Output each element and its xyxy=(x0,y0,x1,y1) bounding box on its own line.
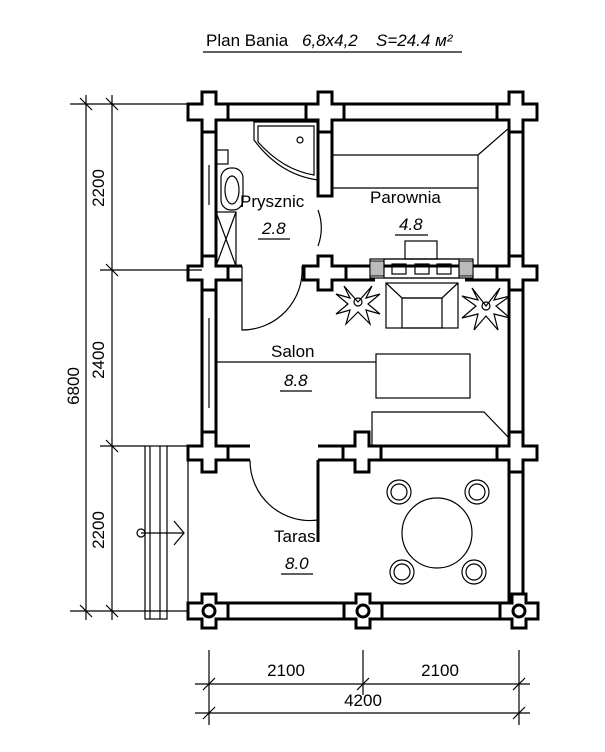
dim-segment: 2100 xyxy=(267,661,305,680)
log-joints xyxy=(186,90,540,630)
title-prefix: Plan Bania xyxy=(206,31,289,50)
chair xyxy=(389,559,415,585)
salon-bench xyxy=(371,411,510,446)
terrace-steps xyxy=(136,445,189,620)
room-area-sauna: 4.8 xyxy=(399,215,423,234)
dim-total-height: 6800 xyxy=(64,367,83,405)
room-name-terrace: Taras xyxy=(274,527,316,546)
door-shower xyxy=(241,265,303,331)
door-sauna-swing xyxy=(317,209,322,247)
room-name-sauna: Parownia xyxy=(370,188,441,207)
log-joint xyxy=(186,430,230,474)
post xyxy=(186,592,230,630)
dim-segment: 2200 xyxy=(89,169,108,207)
chair xyxy=(464,479,490,505)
dim-segment: 2100 xyxy=(421,661,459,680)
dim-segment: 2200 xyxy=(89,511,108,549)
room-name-shower: Prysznic xyxy=(240,192,305,211)
room-area-shower: 2.8 xyxy=(261,219,286,238)
post xyxy=(498,592,540,630)
log-joint xyxy=(495,254,539,292)
terrace-table-set xyxy=(386,479,490,585)
sauna-benches xyxy=(332,127,510,266)
doors xyxy=(241,209,322,522)
horizontal-dimensions: 2100 2100 4200 xyxy=(195,650,530,725)
door-terrace xyxy=(249,459,319,522)
top-wall xyxy=(200,102,527,122)
chair xyxy=(386,479,412,505)
room-area-salon: 8.8 xyxy=(284,371,308,390)
log-joint xyxy=(495,430,539,474)
washbasin-unit xyxy=(215,211,237,267)
post xyxy=(342,592,384,630)
stove-body xyxy=(385,282,459,329)
round-table xyxy=(401,497,473,569)
toilet-tank xyxy=(215,149,229,165)
room-area-terrace: 8.0 xyxy=(285,554,309,573)
log-joint xyxy=(341,430,383,474)
salon-furniture xyxy=(216,353,510,446)
toilet xyxy=(220,167,244,211)
room-name-salon: Salon xyxy=(271,342,314,361)
room-labels: Prysznic 2.8 Parownia 4.8 Salon 8.8 Tara… xyxy=(240,188,441,575)
stove-chimney xyxy=(404,240,438,260)
plant-left xyxy=(335,285,381,327)
plan-title: Plan Bania 6,8x4,2 S=24.4 м² xyxy=(203,31,462,53)
stove xyxy=(369,240,474,329)
chair xyxy=(461,559,487,585)
dim-total-width: 4200 xyxy=(344,691,382,710)
log-joint xyxy=(304,90,346,134)
shower-drain xyxy=(296,136,304,144)
log-joint xyxy=(186,90,230,134)
log-joint xyxy=(186,254,230,292)
shower-fixtures xyxy=(215,121,319,267)
vertical-dimensions: 6800 2200 2400 2200 xyxy=(64,95,202,620)
title-area: S=24.4 м² xyxy=(376,31,454,50)
stove-firebox-strip xyxy=(369,258,474,279)
dim-segment: 2400 xyxy=(89,341,108,379)
salon-table xyxy=(375,353,471,399)
log-joint xyxy=(302,254,348,292)
title-size: 6,8x4,2 xyxy=(302,31,358,50)
log-joint xyxy=(495,90,539,134)
plant-right xyxy=(461,287,511,331)
shower-tray xyxy=(253,121,319,181)
